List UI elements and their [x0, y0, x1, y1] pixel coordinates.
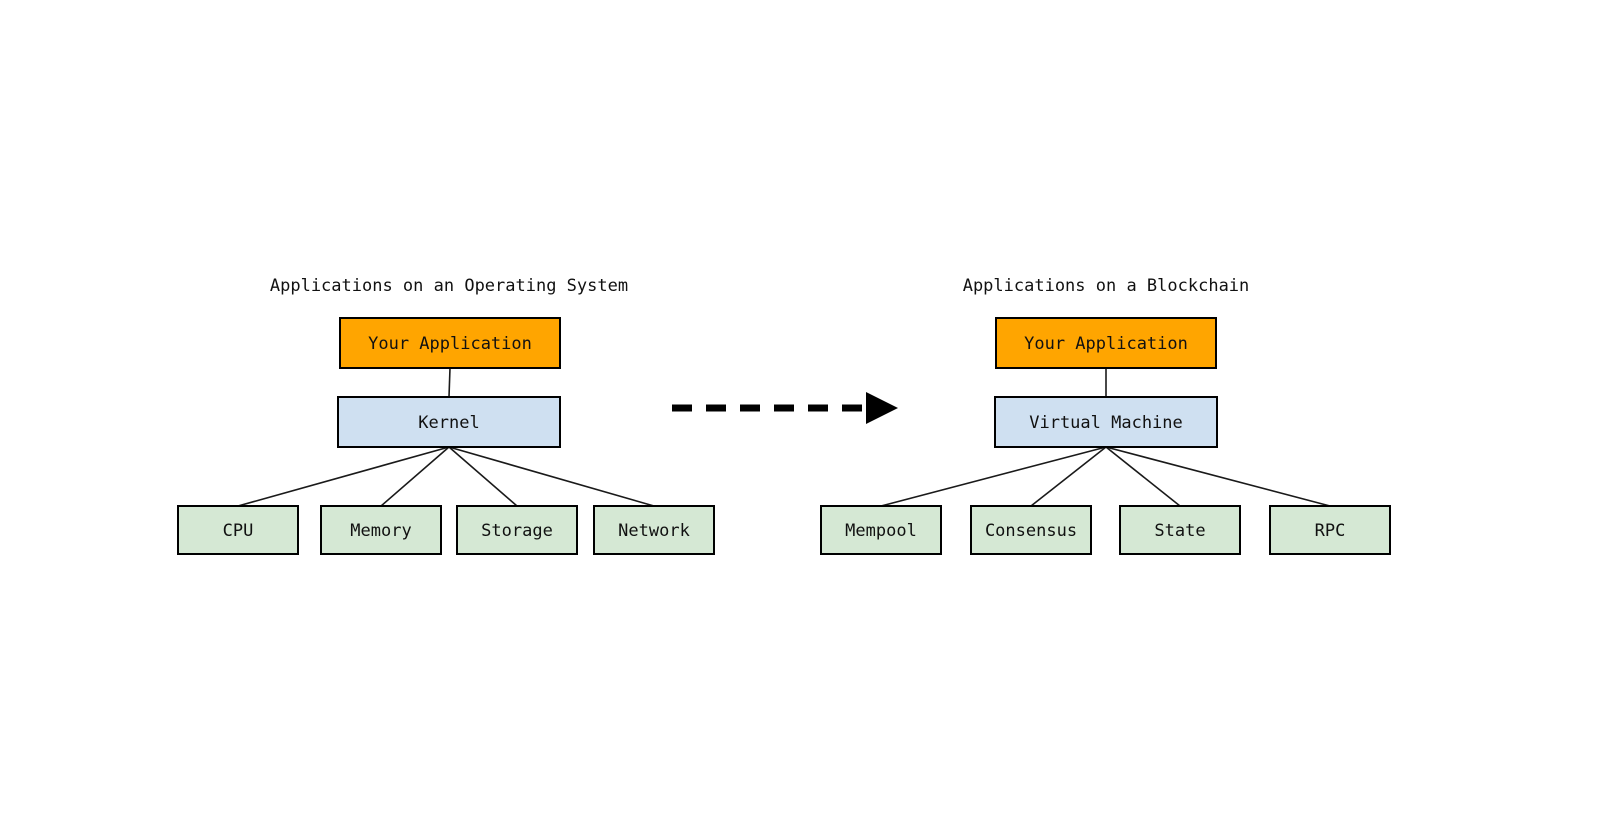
- node-resource-blockchain-3-box[interactable]: [1269, 505, 1391, 555]
- edge-runtime-to-resource-0: [880, 446, 1107, 507]
- edge-runtime-to-resource-2: [448, 446, 518, 507]
- node-resource-operating-system-2[interactable]: Storage: [456, 505, 578, 555]
- panel-operating-system-edges: [237, 367, 655, 507]
- node-resource-blockchain-1-box[interactable]: [970, 505, 1092, 555]
- panel-title-operating-system: Applications on an Operating System: [270, 276, 628, 296]
- node-resource-operating-system-1-box[interactable]: [320, 505, 442, 555]
- node-resource-operating-system-0-box[interactable]: [177, 505, 299, 555]
- node-resource-blockchain-0-box[interactable]: [820, 505, 942, 555]
- node-resource-blockchain-0[interactable]: Mempool: [820, 505, 942, 555]
- node-application-operating-system[interactable]: Your Application: [339, 317, 561, 369]
- node-runtime-operating-system[interactable]: Kernel: [337, 396, 561, 448]
- transition-arrow-head: [866, 392, 898, 424]
- node-resource-operating-system-3-label: Network: [618, 521, 690, 541]
- node-resource-operating-system-3-box[interactable]: [593, 505, 715, 555]
- node-resource-blockchain-1[interactable]: Consensus: [970, 505, 1092, 555]
- panel-title-blockchain: Applications on a Blockchain: [963, 276, 1250, 296]
- panel-blockchain-edges: [880, 368, 1331, 507]
- node-resource-blockchain-2-box[interactable]: [1119, 505, 1241, 555]
- node-resource-blockchain-3-label: RPC: [1315, 521, 1346, 541]
- node-resource-blockchain-3[interactable]: RPC: [1269, 505, 1391, 555]
- node-application-blockchain-label: Your Application: [1024, 334, 1188, 354]
- edge-runtime-to-resource-3: [448, 446, 655, 507]
- node-application-blockchain-box[interactable]: [995, 317, 1217, 369]
- node-resource-operating-system-3[interactable]: Network: [593, 505, 715, 555]
- edge-runtime-to-resource-2: [1105, 446, 1181, 507]
- node-runtime-blockchain-box[interactable]: [994, 396, 1218, 448]
- edge-runtime-to-resource-1: [380, 446, 450, 507]
- node-runtime-operating-system-box[interactable]: [337, 396, 561, 448]
- node-resource-blockchain-2[interactable]: State: [1119, 505, 1241, 555]
- edge-runtime-to-resource-3: [1105, 446, 1331, 507]
- node-application-operating-system-label: Your Application: [368, 334, 532, 354]
- dashed-transition-arrow: [672, 392, 898, 424]
- edge-application-to-runtime: [448, 367, 451, 398]
- node-resource-operating-system-2-box[interactable]: [456, 505, 578, 555]
- node-runtime-blockchain-label: Virtual Machine: [1029, 413, 1183, 433]
- edge-runtime-to-resource-1: [1030, 446, 1107, 507]
- node-runtime-blockchain[interactable]: Virtual Machine: [994, 396, 1218, 448]
- node-resource-operating-system-1-label: Memory: [350, 521, 411, 541]
- node-application-operating-system-box[interactable]: [339, 317, 561, 369]
- node-resource-operating-system-1[interactable]: Memory: [320, 505, 442, 555]
- node-resource-blockchain-1-label: Consensus: [985, 521, 1077, 541]
- panel-operating-system: Applications on an Operating SystemYour …: [177, 276, 715, 555]
- node-resource-operating-system-2-label: Storage: [481, 521, 553, 541]
- node-resource-operating-system-0[interactable]: CPU: [177, 505, 299, 555]
- edge-runtime-to-resource-0: [237, 446, 450, 507]
- node-resource-operating-system-0-label: CPU: [223, 521, 254, 541]
- node-runtime-operating-system-label: Kernel: [418, 413, 479, 433]
- node-application-blockchain[interactable]: Your Application: [995, 317, 1217, 369]
- node-resource-blockchain-2-label: State: [1154, 521, 1205, 541]
- node-resource-blockchain-0-label: Mempool: [845, 521, 917, 541]
